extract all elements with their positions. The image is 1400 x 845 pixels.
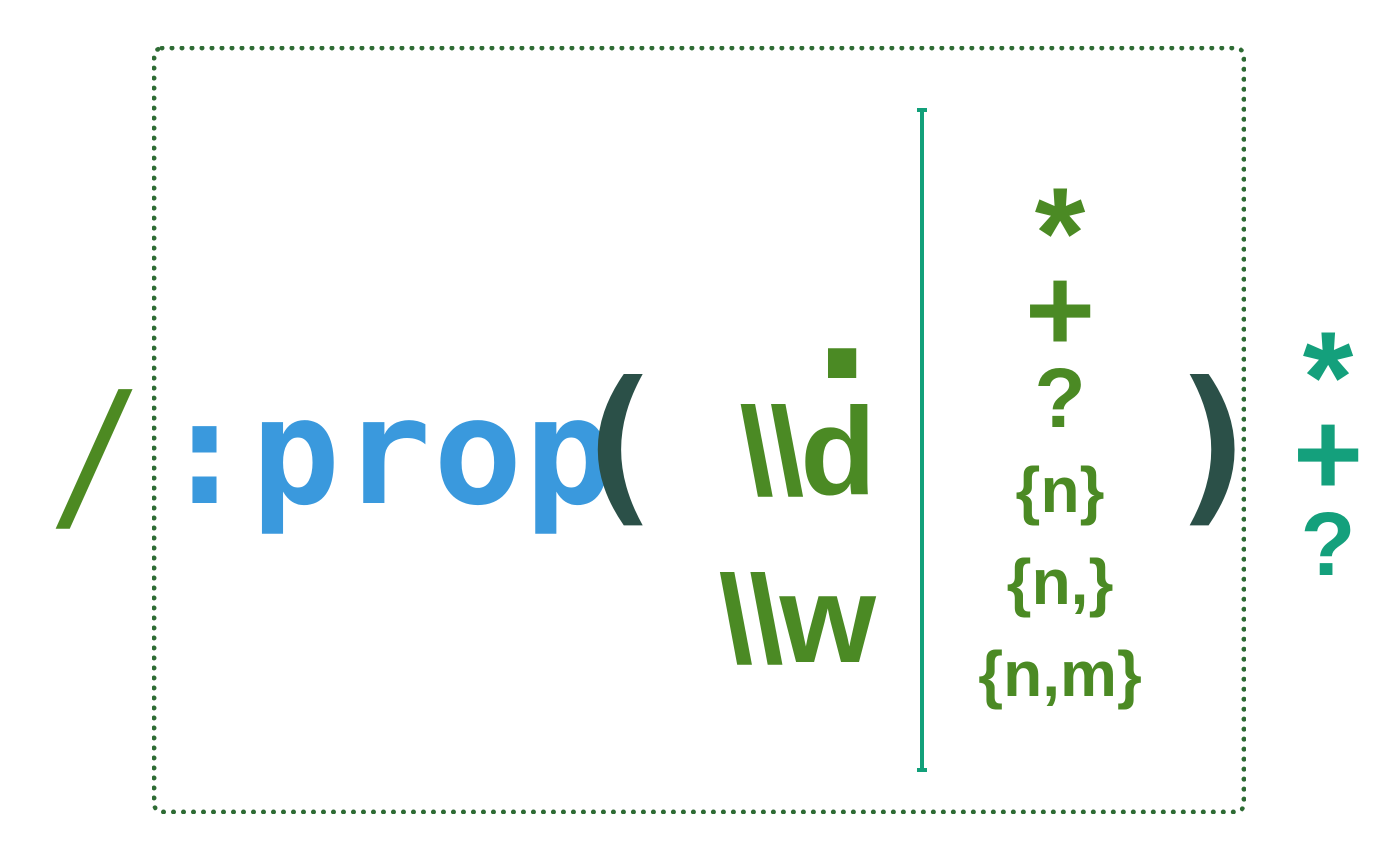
quantifier-optional: ? (1034, 351, 1086, 445)
close-paren: ) (1164, 346, 1267, 544)
group-quantifier-optional: ? (1300, 495, 1356, 595)
atom-dot: . (814, 198, 870, 421)
alternation-divider (917, 108, 927, 772)
atom-word: \\w (718, 551, 876, 689)
quantifier-exact: {n} (1015, 454, 1105, 526)
quantifier-plus: + (1024, 243, 1096, 377)
group-quantifier-plus: + (1292, 387, 1364, 521)
atom-digit: \\d (739, 383, 876, 521)
quantifier-range: {n,m} (978, 638, 1142, 710)
group-quantifier-star: * (1302, 304, 1354, 450)
divider-cap-bottom (917, 768, 927, 772)
route-slash: / (52, 356, 138, 554)
optional-group-frame (152, 46, 1246, 814)
param-name: :prop (160, 366, 616, 538)
divider-line (920, 108, 924, 772)
quantifier-at-least: {n,} (1006, 546, 1114, 618)
open-paren: ( (566, 346, 669, 544)
quantifier-star: * (1034, 160, 1086, 306)
